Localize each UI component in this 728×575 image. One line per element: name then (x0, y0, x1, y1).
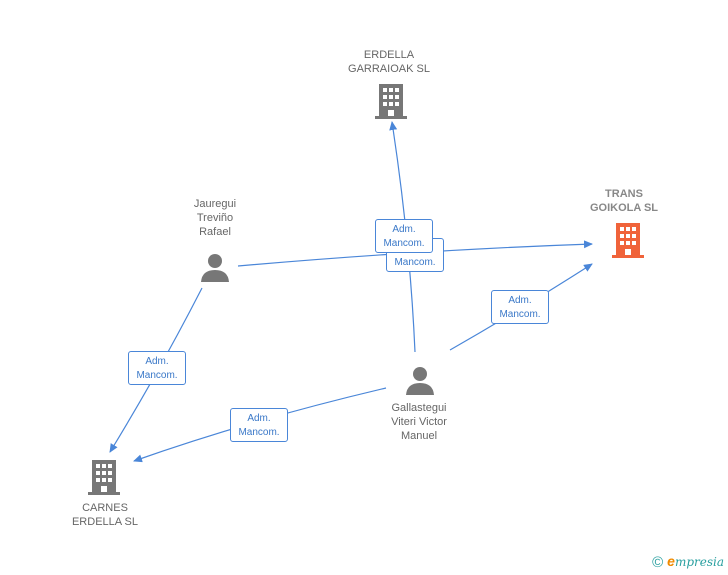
node-label-jauregui[interactable]: Jauregui Treviño Rafael (193, 198, 237, 238)
edge-label-gallastegui-trans-goikola[interactable]: Adm. Mancom. (491, 290, 549, 324)
empresia-logo: ©empresia (652, 553, 724, 571)
node-label-trans-goikola[interactable]: TRANS GOIKOLA SL (589, 188, 659, 214)
node-label-gallastegui[interactable]: Gallastegui Viteri Victor Manuel (391, 402, 447, 442)
person-icon[interactable] (405, 365, 435, 395)
node-label-carnes-erdella[interactable]: CARNES ERDELLA SL (71, 502, 139, 528)
edge-label-gallastegui-carnes-erdella[interactable]: Adm. Mancom. (230, 408, 288, 442)
node-label-erdella-garraioak[interactable]: ERDELLA GARRAIOAK SL (348, 49, 430, 75)
edge-label-gallastegui-erdella-garraioak[interactable]: Adm. Mancom. (375, 219, 433, 253)
edge-label-jauregui-carnes-erdella[interactable]: Adm. Mancom. (128, 351, 186, 385)
person-icon[interactable] (200, 252, 230, 282)
logo-rest: mpresia (674, 555, 724, 569)
copyright-symbol: © (652, 554, 664, 571)
building-icon[interactable] (88, 459, 120, 495)
building-icon[interactable] (375, 83, 407, 119)
building-icon[interactable] (612, 222, 644, 258)
logo-e: e (667, 553, 675, 569)
